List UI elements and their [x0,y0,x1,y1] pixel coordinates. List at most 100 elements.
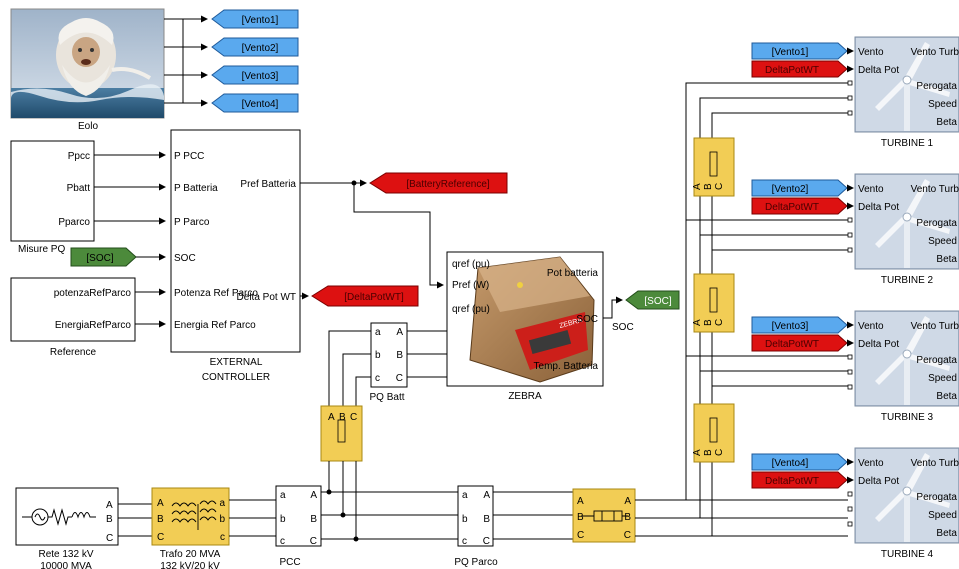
svg-text:A: A [328,412,335,423]
from-vento-4[interactable]: [Vento4] [752,454,847,470]
svg-text:c: c [280,536,285,547]
svg-text:SOC: SOC [576,314,598,325]
reference-block[interactable]: potenzaRefParco EnergiaRefParco Referenc… [11,278,135,358]
misure-pq-block[interactable]: Ppcc Pbatt Pparco Misure PQ [11,141,94,255]
svg-text:C: C [714,449,725,456]
svg-text:C: C [350,412,357,423]
svg-text:B: B [339,412,346,423]
from-delta-pot-2[interactable]: DeltaPotWT [752,198,847,214]
svg-text:A: A [396,327,403,338]
source-block[interactable]: A B C Rete 132 kV 10000 MVA [16,488,118,569]
turbine-port-label: Speed [928,510,957,521]
pq-parco-block[interactable]: a b c A B C PQ Parco [454,486,498,568]
turbine-port-label: Delta Pot [858,202,899,213]
eolo-outputs [164,19,207,103]
turbine-port-label: Beta [936,528,957,539]
port-terminal [848,522,852,526]
from-vento-3[interactable]: [Vento3] [752,317,847,333]
port-terminal [848,218,852,222]
svg-text:SOC: SOC [174,253,196,264]
svg-text:C: C [714,319,725,326]
svg-text:B: B [310,514,317,525]
eolo-block[interactable]: Eolo [11,9,164,132]
port-terminal [848,96,852,100]
goto-vento3[interactable]: [Vento3] [212,66,298,84]
from-vento-1[interactable]: [Vento1] [752,43,847,59]
turbine-port-label: Delta Pot [858,339,899,350]
svg-text:PQ Batt: PQ Batt [369,392,404,403]
port-terminal [848,385,852,389]
svg-text:qref (pu): qref (pu) [452,304,490,315]
goto-vento4[interactable]: [Vento4] [212,94,298,112]
port-terminal [848,355,852,359]
pq-batt-block[interactable]: a b c A B C PQ Batt [369,323,407,403]
svg-text:EnergiaRefParco: EnergiaRefParco [55,320,132,331]
turbine-pre-label: Vento [858,47,884,58]
svg-text:A: A [692,449,703,456]
svg-text:[BatteryReference]: [BatteryReference] [406,179,490,190]
turbine-port-label: Delta Pot [858,476,899,487]
svg-text:[DeltaPotWT]: [DeltaPotWT] [344,292,404,303]
pi-line-block[interactable]: A B C A B C [573,489,635,542]
svg-text:A: A [106,500,113,511]
turbine-port-label: Vento Turb [911,321,959,332]
svg-text:PCC: PCC [279,557,300,568]
svg-text:PQ Parco: PQ Parco [454,557,498,568]
turbine-port-label: Perogata [916,492,957,503]
from-vento-2[interactable]: [Vento2] [752,180,847,196]
port-terminal [848,248,852,252]
svg-text:A: A [577,496,584,507]
from-delta-pot-1[interactable]: DeltaPotWT [752,61,847,77]
svg-text:B: B [703,319,714,326]
zebra-block[interactable]: ZEBRA qref (pu) Pref (W) qref (pu) Pot b… [447,252,603,402]
pcc-block[interactable]: a b c A B C PCC [276,486,321,568]
svg-text:DeltaPotWT: DeltaPotWT [765,65,819,76]
svg-text:C: C [157,532,164,543]
goto-vento1[interactable]: [Vento1] [212,10,298,28]
goto-vento2[interactable]: [Vento2] [212,38,298,56]
turbine-pre-label: Vento [858,184,884,195]
breaker-turbine-3[interactable]: A B C [692,404,734,462]
turbine-port-label: Perogata [916,218,957,229]
from-delta-pot-4[interactable]: DeltaPotWT [752,472,847,488]
svg-text:A: A [157,498,164,509]
misure-label: Misure PQ [18,244,65,255]
from-soc[interactable]: [SOC] [71,248,136,266]
svg-text:C: C [106,533,113,544]
svg-text:[Vento4]: [Vento4] [772,458,809,469]
svg-text:CONTROLLER: CONTROLLER [202,372,270,383]
turbine-label: TURBINE 3 [881,412,934,423]
svg-text:b: b [462,514,468,525]
pq-parco-wires [493,492,573,539]
turbine-port-label: Perogata [916,355,957,366]
pcc-wires [321,490,458,541]
svg-text:DeltaPotWT: DeltaPotWT [765,202,819,213]
svg-text:potenzaRefParco: potenzaRefParco [54,288,132,299]
trafo-block[interactable]: A B C a b c Trafo 20 MVA 132 kV/20 kV [152,488,229,569]
turbine-port-label: Beta [936,391,957,402]
svg-text:b: b [219,514,225,525]
controller-output-wires [300,181,443,296]
breaker-turbine-1[interactable]: A B C [692,138,734,196]
svg-text:P PCC: P PCC [174,151,204,162]
turbine-port-label: Speed [928,373,957,384]
zebra-label: ZEBRA [508,391,542,402]
from-delta-pot-3[interactable]: DeltaPotWT [752,335,847,351]
source-wires [118,504,152,536]
breaker-batt[interactable]: A B C [321,406,362,461]
svg-text:Rete 132 kV: Rete 132 kV [38,549,93,560]
svg-text:a: a [280,490,286,501]
goto-battery-reference[interactable]: [BatteryReference] [370,173,507,193]
goto-soc[interactable]: [SOC] [626,291,679,309]
svg-text:a: a [219,498,225,509]
goto-delta-pot-wt[interactable]: [DeltaPotWT] [312,286,418,306]
external-controller-block[interactable]: P PCC P Batteria P Parco SOC Potenza Ref… [171,130,300,383]
svg-text:[Vento4]: [Vento4] [242,99,279,110]
svg-text:B: B [703,449,714,456]
breaker-turbine-2[interactable]: A B C [692,274,734,332]
